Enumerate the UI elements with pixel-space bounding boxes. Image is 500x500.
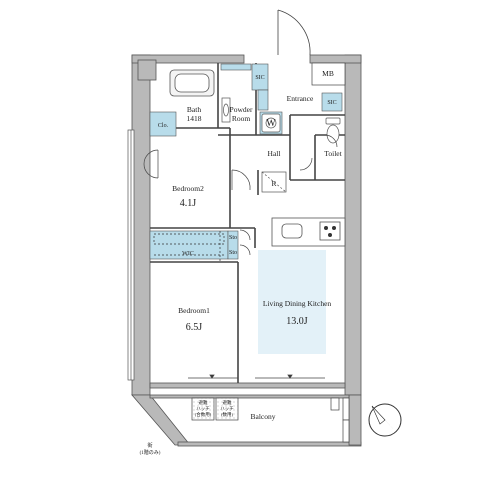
wic-dashes xyxy=(153,231,225,262)
powder-room-label-2: Room xyxy=(232,114,251,123)
bedroom1-size: 6.5J xyxy=(186,322,203,333)
refrigerator-label: R xyxy=(271,179,276,188)
hall-label: Hall xyxy=(268,149,281,158)
washer-label: W xyxy=(266,118,276,129)
refrigerator-box xyxy=(261,171,287,193)
sto-lower-label: Sto xyxy=(229,250,237,256)
bath-label: Bath xyxy=(187,105,201,114)
toilet-label: Toilet xyxy=(324,149,342,158)
entrance-label: Entrance xyxy=(287,94,314,103)
bedroom2-label: Bedroom2 xyxy=(172,184,204,193)
sliding-doors xyxy=(188,374,325,379)
wic-label: WIC xyxy=(182,251,194,257)
washer-machine xyxy=(261,113,281,133)
hatch-left-line2: ハッチ xyxy=(196,406,210,411)
sto-upper-label: Sto xyxy=(229,235,237,241)
kitchen-counter xyxy=(271,217,346,247)
meter-box xyxy=(311,62,346,86)
clo-label: Clo. xyxy=(158,123,169,129)
evacuation-hatches xyxy=(191,397,239,421)
interior-walls xyxy=(150,63,345,383)
door-swings xyxy=(143,134,338,256)
north-arrow-icon xyxy=(368,403,402,437)
sic-entrance-label: SIC xyxy=(327,100,336,106)
exterior-walls xyxy=(131,54,362,447)
bath-size: 1418 xyxy=(187,114,202,123)
powder-room-label-1: Powder xyxy=(230,105,253,114)
hatch-right-line3: (数用) xyxy=(221,411,233,418)
hatch-right-line1: 避難 xyxy=(223,399,232,406)
hatch-left-line3: (合数用) xyxy=(195,411,212,418)
bedroom2-size: 4.1J xyxy=(180,198,197,209)
ldk-label: Living Dining Kitchen xyxy=(263,299,332,308)
hatch-right-line2: ハッチ xyxy=(220,406,234,411)
balcony-label: Balcony xyxy=(251,412,276,421)
bathtub xyxy=(169,69,215,97)
mb-label: MB xyxy=(322,69,334,78)
powder-basin xyxy=(221,97,231,123)
ldk-floor-tint xyxy=(258,250,326,354)
ldk-size: 13.0J xyxy=(286,316,308,327)
note-line1: 街 xyxy=(147,442,152,449)
left-windows xyxy=(127,129,135,381)
sic-top-label: SIC xyxy=(255,75,264,81)
note-line2: (1階のみ) xyxy=(140,449,161,456)
entrance-door xyxy=(277,9,311,56)
toilet-fixture xyxy=(325,117,341,144)
hatch-left-line1: 避難 xyxy=(199,399,208,406)
balcony-fixtures xyxy=(330,397,350,443)
bedroom1-label: Bedroom1 xyxy=(178,306,210,315)
